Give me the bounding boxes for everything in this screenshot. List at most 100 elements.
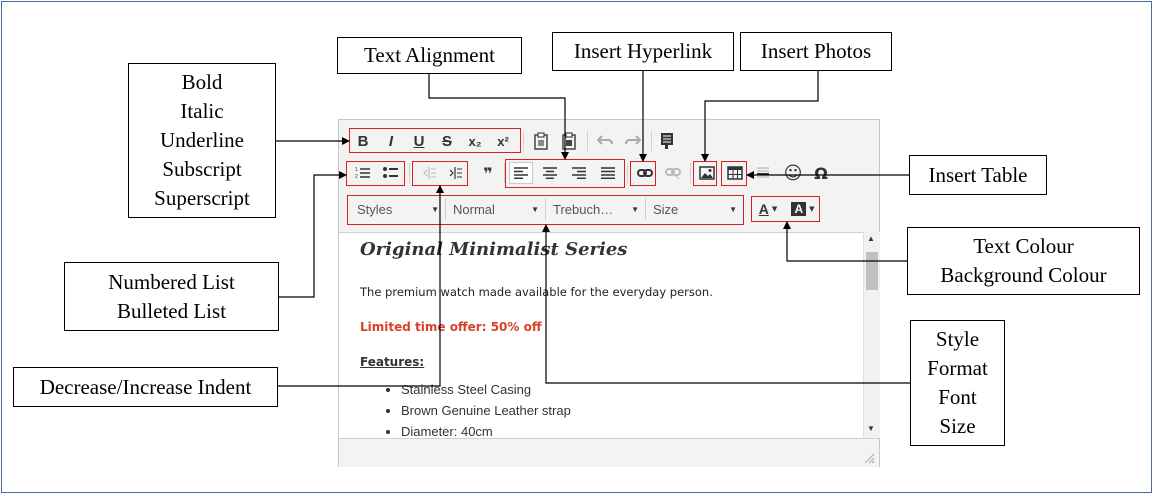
scroll-down-icon[interactable]: ▼: [867, 424, 875, 433]
align-left-button[interactable]: [509, 162, 533, 184]
text-color-button[interactable]: A▼: [753, 198, 783, 220]
editor-statusbar: [339, 438, 879, 467]
callout-label-bold: Bold: [181, 70, 223, 94]
superscript-button[interactable]: x²: [491, 130, 515, 152]
list-item: Diameter: 40cm: [401, 421, 571, 439]
smiley-button[interactable]: ☺: [781, 162, 805, 184]
scroll-up-icon[interactable]: ▲: [867, 234, 875, 243]
bulleted-list-button[interactable]: [379, 162, 403, 184]
callout-label-background-colour: Background Colour: [940, 263, 1107, 287]
callout-label-bulleted-list: Bulleted List: [116, 298, 227, 323]
bold-button[interactable]: B: [351, 130, 375, 152]
callout-insert-table: Insert Table: [909, 155, 1047, 195]
styles-dropdown[interactable]: Styles ▼: [351, 198, 446, 220]
callout-label-italic: Italic: [180, 99, 224, 123]
editor-content[interactable]: Original Minimalist Series The premium w…: [339, 232, 863, 439]
content-features-label: Features:: [360, 355, 425, 369]
decrease-indent-icon: [423, 167, 436, 179]
callout-label-style: Style: [935, 327, 980, 351]
superscript-icon: x²: [497, 133, 509, 149]
blockquote-button[interactable]: ❞: [476, 162, 500, 184]
background-color-button[interactable]: A▼: [787, 198, 819, 220]
special-char-icon: Ω: [814, 163, 828, 183]
unlink-icon: [665, 168, 681, 179]
blockquote-icon: ❞: [483, 163, 493, 183]
styles-dropdown-value: Styles: [357, 201, 393, 217]
chevron-down-icon: ▼: [729, 204, 737, 214]
callout-label: Insert Hyperlink: [573, 39, 713, 63]
scrollbar-thumb[interactable]: [866, 252, 878, 290]
toolbar-separator: [409, 163, 410, 183]
size-dropdown[interactable]: Size▼: [647, 198, 743, 220]
subscript-button[interactable]: x₂: [463, 130, 487, 152]
bulleted-list-icon: [383, 167, 398, 178]
italic-icon: I: [388, 132, 394, 150]
align-center-button[interactable]: [538, 162, 562, 184]
paste-text-button[interactable]: [529, 130, 553, 152]
unlink-button[interactable]: [661, 162, 685, 184]
callout-insert-hyperlink: Insert Hyperlink: [552, 32, 734, 71]
callout-label: Insert Photos: [760, 39, 872, 63]
callout-label: Decrease/Increase Indent: [39, 374, 252, 399]
font-dropdown-value: Trebuch…: [553, 201, 614, 217]
callout-label-numbered-list: Numbered List: [108, 269, 235, 294]
table-icon: [727, 166, 743, 180]
chevron-down-icon: ▼: [631, 204, 639, 214]
callout-label-font: Font: [938, 385, 977, 409]
italic-button[interactable]: I: [379, 130, 403, 152]
decrease-indent-button[interactable]: [417, 162, 441, 184]
justify-button[interactable]: [596, 162, 620, 184]
paste-word-icon: [562, 132, 576, 150]
increase-indent-button[interactable]: [443, 162, 467, 184]
source-button[interactable]: [655, 130, 679, 152]
link-button[interactable]: [633, 162, 657, 184]
subscript-icon: x₂: [468, 133, 482, 149]
paste-word-button[interactable]: [557, 130, 581, 152]
undo-icon: [597, 135, 613, 145]
toolbar-separator: [627, 163, 628, 183]
content-heading: Original Minimalist Series: [360, 239, 628, 260]
strikethrough-button[interactable]: S: [435, 130, 459, 152]
align-left-icon: [514, 167, 528, 179]
callout-label-superscript: Superscript: [154, 186, 250, 210]
undo-button[interactable]: [593, 130, 617, 152]
svg-text:1: 1: [355, 167, 358, 173]
toolbar-separator: [651, 131, 652, 151]
content-offer: Limited time offer: 50% off: [360, 320, 542, 334]
list-item: Brown Genuine Leather strap: [401, 400, 571, 421]
chevron-down-icon: ▼: [771, 205, 778, 213]
horizontal-rule-button[interactable]: [751, 162, 775, 184]
background-color-icon: A: [791, 202, 807, 216]
paste-icon: [534, 132, 548, 150]
svg-text:2: 2: [355, 174, 358, 180]
font-dropdown[interactable]: Trebuch… ▼: [547, 198, 646, 220]
content-intro: The premium watch made available for the…: [360, 285, 713, 299]
resize-handle-icon[interactable]: [863, 452, 875, 464]
chevron-down-icon: ▼: [531, 204, 539, 214]
chevron-down-icon: ▼: [431, 204, 439, 214]
table-button[interactable]: [723, 162, 747, 184]
underline-icon: U: [413, 132, 425, 150]
toolbar-separator: [690, 163, 691, 183]
callout-label-text-colour: Text Colour: [973, 234, 1074, 258]
vertical-scrollbar[interactable]: ▲ ▼: [863, 232, 880, 438]
toolbar-separator: [523, 131, 524, 151]
chevron-down-icon: ▼: [809, 205, 815, 213]
align-right-icon: [572, 167, 586, 179]
callout-formatting: Bold Italic Underline Subscript Superscr…: [128, 63, 276, 218]
toolbar-separator: [587, 131, 588, 151]
bold-icon: B: [357, 132, 369, 150]
underline-button[interactable]: U: [407, 130, 431, 152]
align-right-button[interactable]: [567, 162, 591, 184]
redo-button[interactable]: [621, 130, 645, 152]
increase-indent-icon: [449, 167, 462, 179]
list-item: Stainless Steel Casing: [401, 379, 571, 400]
special-char-button[interactable]: Ω: [809, 162, 833, 184]
image-button[interactable]: [695, 162, 719, 184]
source-icon: [661, 133, 673, 149]
format-dropdown[interactable]: Normal▼: [447, 198, 546, 220]
callout-label-size: Size: [939, 414, 976, 438]
